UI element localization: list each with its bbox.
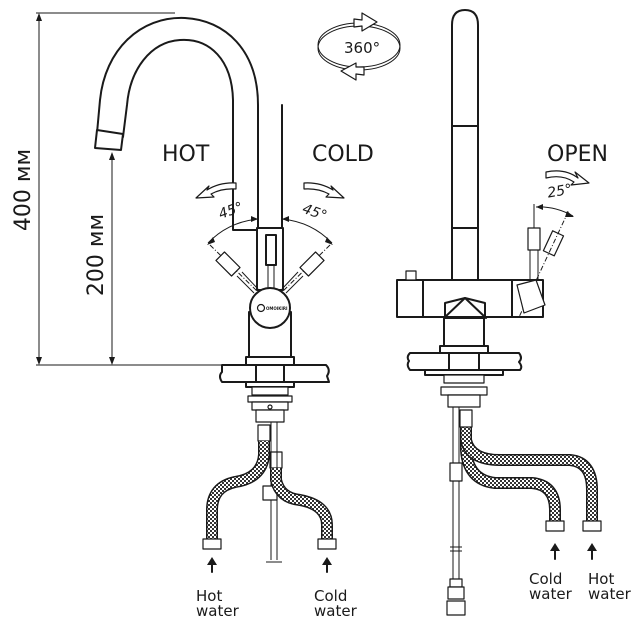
hot-angle-label: 45°	[217, 199, 246, 223]
dimension-spout-height: 200 мм	[84, 152, 115, 365]
aerator	[94, 129, 124, 151]
open-label: OPEN	[547, 142, 608, 167]
cold-inlet-arrow-side	[550, 543, 560, 560]
cold-lever-position	[281, 244, 331, 294]
countertop-front	[219, 364, 330, 388]
spout	[96, 16, 259, 231]
open-angle-label: 25°	[546, 182, 573, 202]
cold-angle-label: 45°	[300, 201, 329, 225]
mounting-assembly-side	[440, 374, 488, 616]
side-spout	[451, 9, 479, 285]
front-hot-inlet-label: Hot water	[196, 587, 240, 620]
cold-label: COLD	[312, 142, 374, 167]
side-view-faucet: 25°	[396, 9, 590, 354]
cold-hose-front	[270, 468, 337, 550]
side-hot-inlet-label: Hot water	[588, 570, 632, 603]
spout-height-label: 200 мм	[84, 214, 109, 296]
hot-label: HOT	[162, 142, 210, 167]
svg-text:OMOIKIRI: OMOIKIRI	[266, 306, 288, 311]
total-height-label: 400 мм	[11, 149, 36, 231]
front-view-faucet: OMOIKIRI 45° 45°	[94, 16, 345, 366]
cold-direction-arrow	[303, 182, 345, 199]
open-direction-arrow	[545, 170, 590, 186]
hot-lever-position	[209, 244, 259, 294]
cold-inlet-arrow-front	[322, 557, 332, 573]
countertop-side	[406, 352, 523, 376]
hot-inlet-arrow-front	[207, 557, 217, 573]
cold-hose-side	[460, 425, 561, 521]
dimension-total-height: 400 мм	[11, 12, 240, 366]
hot-direction-arrow	[195, 182, 237, 199]
rotation-angle-label: 360°	[344, 39, 380, 57]
front-cold-inlet-label: Cold water	[314, 587, 358, 620]
mounting-assembly-front	[247, 386, 293, 563]
side-cold-inlet-label: Cold water	[529, 570, 573, 603]
brand-logo: OMOIKIRI	[256, 303, 288, 313]
rotation-360-icon: 360°	[317, 12, 401, 81]
hot-inlet-arrow-side	[587, 543, 597, 560]
hot-hose-side	[460, 425, 598, 521]
hot-hose-front	[202, 441, 270, 550]
